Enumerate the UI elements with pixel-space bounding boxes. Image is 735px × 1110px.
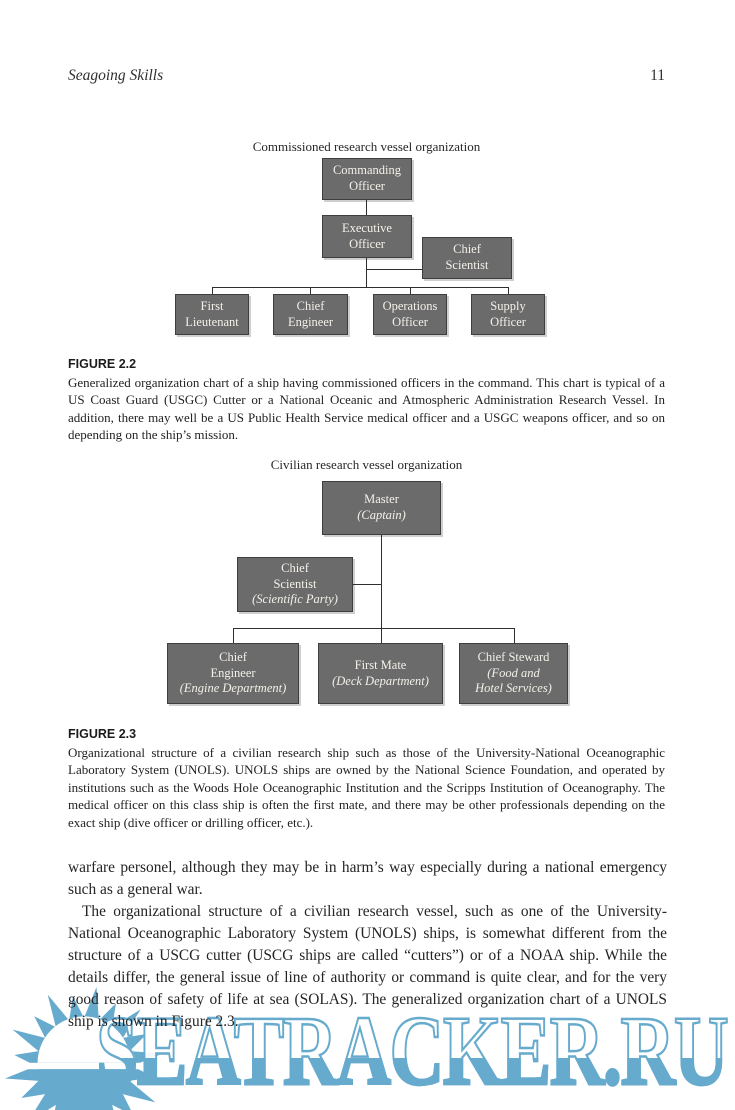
org-node-commanding-officer: Commanding Officer: [322, 158, 412, 200]
org-node-chief-scientist-commissioned: Chief Scientist: [422, 237, 512, 279]
running-head: Seagoing Skills 11: [68, 67, 665, 85]
figure23-label: FIGURE 2.3: [68, 727, 137, 741]
connector-line: [233, 628, 515, 629]
figure22-caption: Generalized organization chart of a ship…: [68, 375, 665, 443]
connector-line: [508, 287, 509, 294]
connector-line: [381, 535, 382, 643]
connector-line: [233, 628, 234, 643]
connector-line: [366, 258, 367, 288]
page-number: 11: [650, 67, 665, 84]
watermark: SEATRACKER.RU: [0, 980, 735, 1110]
org-node-chief-engineer-commissioned: Chief Engineer: [273, 294, 348, 335]
connector-line: [353, 584, 381, 585]
connector-line: [410, 287, 411, 294]
connector-line: [366, 200, 367, 215]
connector-line: [310, 287, 311, 294]
org-node-operations-officer: Operations Officer: [373, 294, 447, 335]
figure22-label: FIGURE 2.2: [68, 357, 137, 371]
body-paragraph: The organizational structure of a civili…: [68, 903, 667, 1030]
body-paragraph: warfare personel, although they may be i…: [68, 859, 667, 898]
sun-icon: [4, 986, 164, 1110]
connector-line: [366, 269, 422, 270]
connector-line: [514, 628, 515, 643]
figure23-caption: Organizational structure of a civilian r…: [68, 745, 665, 830]
org-node-first-mate: First Mate (Deck Department): [318, 643, 443, 704]
figure23-diagram-title: Civilian research vessel organization: [270, 457, 463, 472]
org-node-first-lieutenant: First Lieutenant: [175, 294, 249, 335]
connector-line: [212, 287, 213, 294]
figure22-diagram-title: Commissioned research vessel organizatio…: [252, 139, 481, 154]
org-node-master: Master (Captain): [322, 481, 441, 535]
connector-line: [212, 287, 509, 288]
book-title: Seagoing Skills: [68, 67, 164, 84]
org-node-chief-engineer-civilian: Chief Engineer (Engine Department): [167, 643, 299, 704]
org-node-supply-officer: Supply Officer: [471, 294, 545, 335]
org-node-chief-scientist-civilian: Chief Scientist (Scientific Party): [237, 557, 353, 612]
body-text: warfare personel, although they may be i…: [68, 857, 667, 1033]
watermark-text: SEATRACKER.RU: [95, 995, 730, 1106]
org-node-executive-officer: Executive Officer: [322, 215, 412, 258]
org-node-chief-steward: Chief Steward (Food and Hotel Services): [459, 643, 568, 704]
